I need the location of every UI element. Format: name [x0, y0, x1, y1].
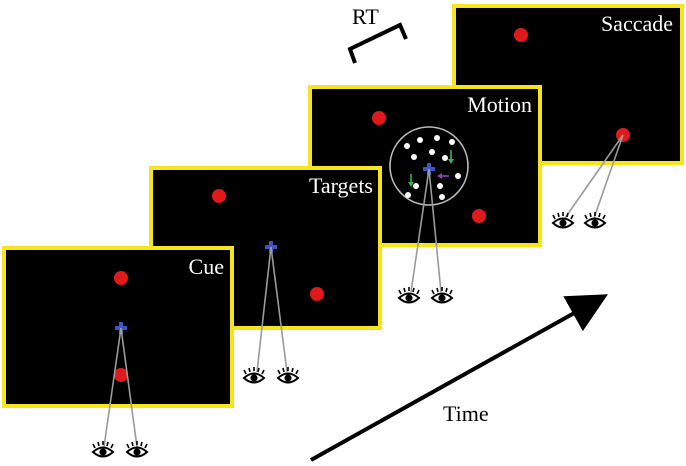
time-arrow-icon	[310, 294, 608, 462]
gaze-line	[593, 134, 624, 219]
gaze-line	[270, 246, 288, 373]
gaze-line	[564, 134, 624, 219]
rt-annotation: RT	[347, 4, 408, 64]
time-label: Time	[443, 401, 489, 426]
panel-motion-label: Motion	[467, 92, 532, 117]
eye-icon	[431, 286, 453, 304]
gaze-line	[410, 168, 430, 293]
target-dot	[212, 189, 226, 203]
motion-aperture	[389, 126, 469, 206]
panel-targets-label: Targets	[309, 173, 373, 198]
panel-saccade-label: Saccade	[601, 11, 673, 36]
target-dot	[372, 111, 386, 125]
target-dot	[114, 271, 128, 285]
motion-dot-field	[404, 135, 461, 200]
eye-icon	[243, 366, 265, 384]
eye-icon	[552, 211, 574, 229]
target-dot	[472, 209, 486, 223]
gaze-line	[120, 327, 138, 448]
eye-icon	[92, 440, 114, 458]
gaze-line	[256, 246, 272, 373]
target-dot	[514, 28, 528, 42]
motion-direction-arrow-left	[437, 173, 449, 179]
eye-icon	[277, 366, 299, 384]
gaze-line	[103, 327, 122, 448]
rt-label: RT	[352, 4, 379, 29]
rt-bracket-icon	[347, 22, 408, 64]
eye-icon	[126, 440, 148, 458]
target-dot	[310, 287, 324, 301]
panel-cue: Cue	[2, 246, 234, 458]
target-dot	[114, 368, 128, 382]
time-axis: Time	[310, 294, 608, 462]
eye-icon	[398, 286, 420, 304]
eye-icon	[584, 211, 606, 229]
gaze-line	[428, 168, 442, 293]
panel-cue-label: Cue	[189, 254, 224, 279]
motion-direction-arrow-down	[408, 150, 454, 187]
